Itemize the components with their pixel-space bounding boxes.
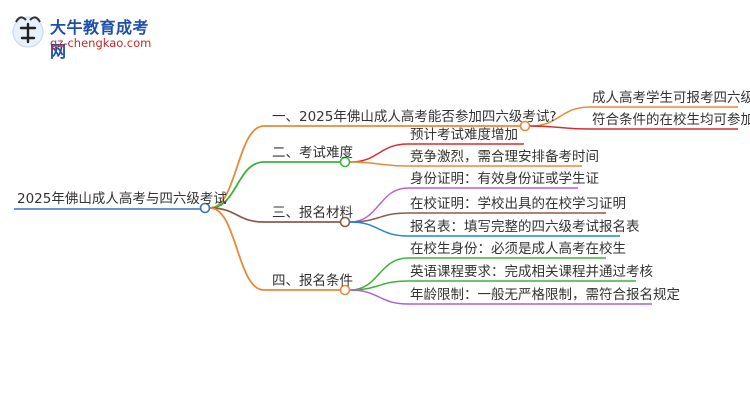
logo: 大牛教育成考网 gz-chengkao.com [10,10,160,61]
leaf-label-1-1: 成人高考学生可报考四六级 [592,90,750,106]
leaf-label-3-2: 在校证明：学校出具的在校学习证明 [410,196,626,212]
leaf-label-3-1: 身份证明：有效身份证或学生证 [410,171,599,187]
brand-url: gz-chengkao.com [50,36,152,50]
branch-edge-3 [209,207,265,223]
leaf-label-2-1: 预计考试难度增加 [410,127,518,143]
leaf-edge-2-2 [349,161,409,167]
branch-node-3[interactable] [339,216,351,228]
branch-label-3: 三、报名材料 [272,205,353,221]
branch-edge-1 [209,125,265,209]
branch-node-1[interactable] [519,120,531,132]
branch-edge-4 [209,207,265,291]
bull-logo-icon [12,16,44,48]
leaf-label-4-2: 英语课程要求：完成相关课程并通过考核 [410,264,653,280]
brand-name: 大牛教育成考网 [50,18,150,61]
leaf-edge-1-2 [529,125,591,130]
leaf-label-2-2: 竞争激烈，需合理安排备考时间 [410,149,599,165]
branch-label-4: 四、报名条件 [272,273,353,289]
leaf-label-4-1: 在校生身份：必须是成人高考在校生 [410,241,626,257]
branch-label-2: 二、考试难度 [272,145,353,161]
root-node[interactable] [199,202,211,214]
leaf-label-4-3: 年龄限制：一般无严格限制，需符合报名规定 [410,287,680,303]
branch-label-1: 一、2025年佛山成人高考能否参加四六级考试? [272,109,557,125]
leaf-label-3-3: 报名表：填写完整的四六级考试报名表 [410,219,640,235]
root-node-label: 2025年佛山成人高考与四六级考试 [17,191,227,207]
branch-node-2[interactable] [339,156,351,168]
leaf-label-1-2: 符合条件的在校生均可参加 [592,112,750,128]
leaf-edge-3-3 [349,221,409,237]
branch-node-4[interactable] [339,284,351,296]
branch-edge-2 [209,161,265,209]
leaf-edge-4-3 [349,289,409,305]
leaf-edge-2-1 [349,143,409,163]
